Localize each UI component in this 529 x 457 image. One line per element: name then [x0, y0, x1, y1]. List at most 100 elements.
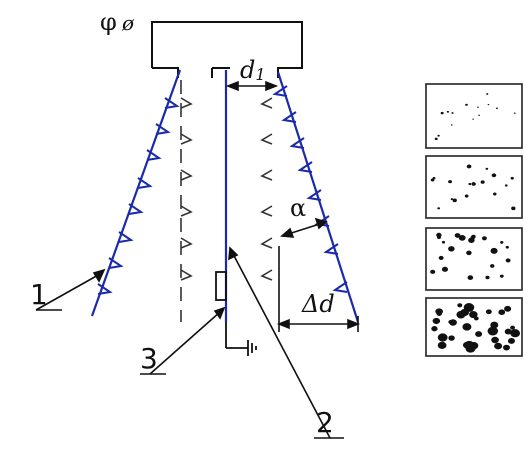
particle-dot	[462, 323, 472, 331]
particle-dot	[467, 275, 474, 280]
ghost-barb	[180, 205, 193, 217]
barb	[332, 281, 348, 293]
particle-dot	[452, 198, 457, 203]
phi-label: φ	[100, 8, 117, 36]
particle-dot	[466, 250, 472, 256]
ghost-barb	[260, 169, 273, 181]
d1-dimension	[225, 80, 279, 92]
barb	[146, 149, 162, 161]
particle-dot	[448, 246, 455, 252]
ghost-barbs-right	[260, 97, 273, 281]
particle-dot	[450, 198, 454, 201]
density-panels	[425, 83, 523, 357]
particle-dot	[505, 258, 511, 263]
particle-dot	[494, 342, 503, 350]
alpha-dimension	[280, 217, 328, 238]
particle-dot	[486, 93, 489, 95]
ghost-barb	[180, 133, 193, 145]
particle-dot	[490, 247, 498, 254]
particle-dot	[446, 110, 450, 113]
left-cone-barbs	[97, 97, 180, 295]
barb	[137, 177, 153, 189]
d1-label: d1	[240, 56, 266, 84]
d1-subscript: 1	[255, 65, 265, 84]
callout-1-label: 1	[30, 278, 48, 311]
barb	[155, 123, 171, 135]
particle-dot	[472, 118, 474, 120]
particle-dot	[465, 103, 468, 106]
barb	[272, 85, 288, 97]
particle-dot	[464, 194, 469, 198]
ghost-barb	[260, 97, 273, 109]
particle-dot	[448, 319, 454, 324]
barb	[97, 283, 113, 295]
holder-cap	[151, 21, 303, 78]
particle-dot	[513, 112, 516, 114]
callout-2	[228, 246, 344, 439]
left-cone-electrode	[90, 69, 182, 317]
particle-dot	[457, 303, 463, 308]
ghost-barb	[180, 97, 193, 109]
particle-dot	[510, 176, 514, 180]
particle-dot	[505, 245, 509, 249]
particle-dot	[436, 235, 441, 240]
particle-dot	[487, 326, 499, 336]
particle-dot	[440, 111, 444, 115]
particle-dot	[512, 331, 518, 337]
barb	[323, 243, 339, 255]
particle-dot	[511, 206, 516, 211]
particle-dot	[430, 269, 436, 274]
particle-dot	[485, 167, 489, 170]
barb	[164, 97, 180, 109]
particle-dot	[438, 255, 444, 260]
particle-dot	[431, 326, 438, 332]
callout-1	[35, 268, 106, 311]
particle-dot	[437, 207, 441, 210]
particle-dot	[441, 240, 446, 244]
particle-dot	[470, 235, 476, 240]
particle-dot	[481, 236, 487, 241]
particle-dot	[466, 164, 472, 169]
barb	[289, 137, 305, 149]
particle-dot	[437, 341, 447, 349]
ghost-barb	[260, 205, 273, 217]
particle-dot	[504, 328, 512, 335]
barb	[108, 257, 124, 269]
callout-3	[140, 306, 226, 375]
alpha-label: α	[290, 194, 306, 222]
particle-dot	[434, 137, 438, 141]
particle-dot	[448, 335, 455, 341]
particle-dot	[504, 305, 512, 312]
particle-dot	[485, 275, 490, 280]
particle-dot	[485, 309, 492, 315]
particle-dot	[469, 311, 478, 319]
right-cone-barbs	[272, 85, 348, 293]
barb	[297, 161, 313, 173]
barb	[281, 111, 297, 123]
particle-dot	[430, 178, 435, 182]
particle-dot	[471, 182, 476, 186]
particle-dot	[437, 134, 440, 137]
ghost-barb	[260, 237, 273, 249]
density-panel-low	[425, 155, 523, 219]
ghost-barb	[260, 133, 273, 145]
delta-d-dimension	[276, 246, 361, 332]
particle-dot	[490, 264, 495, 268]
particle-dot	[458, 234, 466, 241]
particle-dot	[507, 337, 516, 344]
particle-dot	[437, 333, 448, 342]
particle-dot	[491, 173, 497, 178]
particle-dot	[499, 274, 504, 278]
particle-dot	[450, 124, 453, 126]
particle-dot	[495, 107, 498, 110]
particle-dot	[490, 321, 499, 329]
particle-dot	[491, 336, 499, 344]
particle-dot	[462, 341, 472, 349]
ghost-barb	[180, 169, 193, 181]
barb	[118, 231, 134, 243]
barb	[128, 203, 144, 215]
delta-d-label: Δd	[301, 290, 335, 318]
ghost-barbs-left	[180, 97, 193, 281]
